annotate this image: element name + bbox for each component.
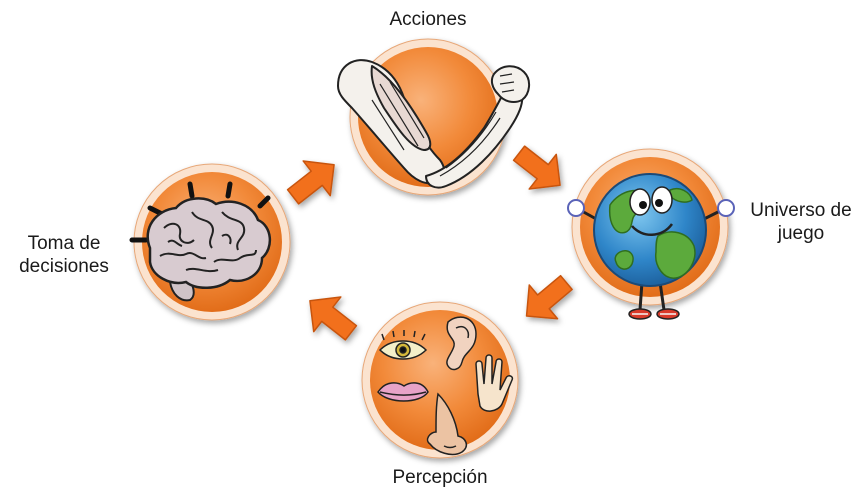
lips-icon [378,383,428,401]
perception-node [362,302,518,458]
decisions-node [132,164,290,320]
actions-node [338,39,529,195]
world-node [568,149,734,319]
arrow-decisions-to-actions [280,147,348,214]
world-label: Universo de juego [738,199,864,245]
perception-label: Percepción [375,466,505,489]
world-label-line2: juego [738,222,864,245]
arrow-world-to-perception [512,266,580,333]
arrow-actions-to-world [506,136,574,203]
world-label-line1: Universo de [738,199,864,222]
decisions-label-line2: decisiones [8,255,120,278]
actions-label: Acciones [368,8,488,31]
arrow-perception-to-decisions [296,283,364,350]
decisions-label: Toma de decisiones [8,232,120,278]
decisions-label-line1: Toma de [8,232,120,255]
